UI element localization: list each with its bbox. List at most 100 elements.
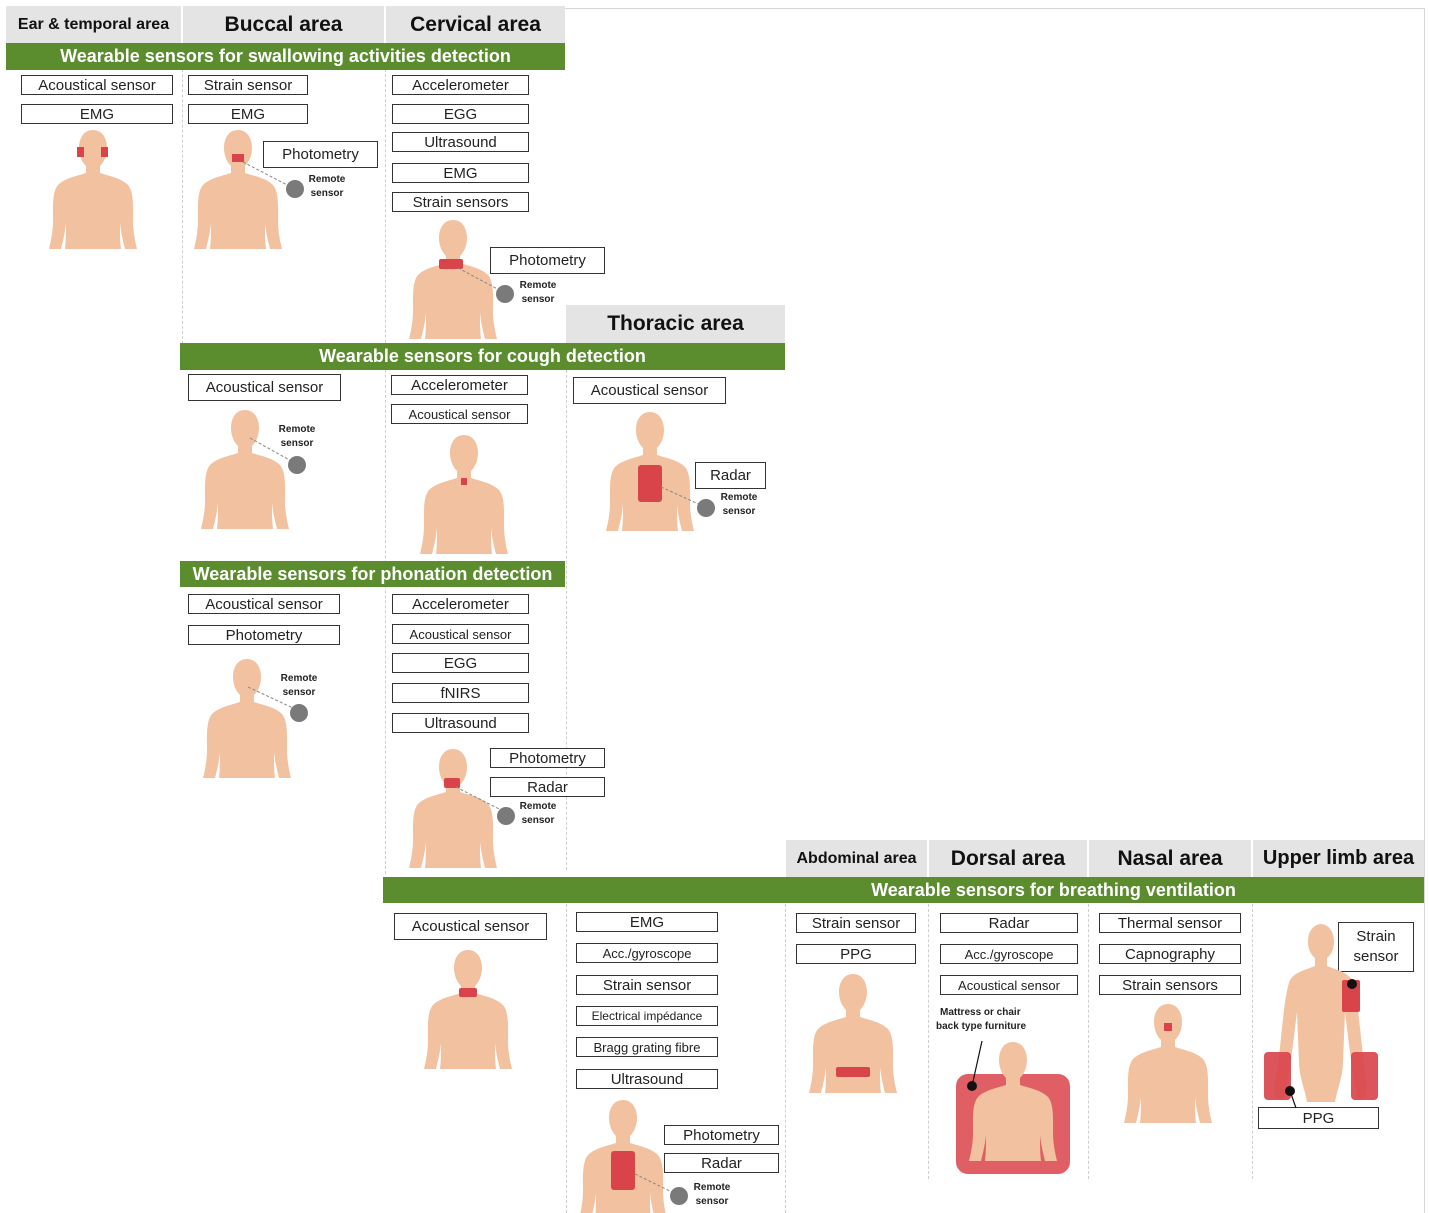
sensor-patch-ear-right xyxy=(101,147,108,157)
body-silhouette xyxy=(1124,1004,1212,1123)
buccal-body-figure xyxy=(194,130,304,249)
label-breathing-thoracic-photometry: Photometry xyxy=(664,1125,779,1145)
column-separator xyxy=(928,904,929,1179)
sensor-patch-cheek xyxy=(232,154,244,162)
label-breathing-thoracic-bragg: Bragg grating fibre xyxy=(576,1037,718,1057)
remote-sensor-dot xyxy=(697,499,715,517)
label-phonation-cervical-radar: Radar xyxy=(490,777,605,797)
label-cervical-accelerometer: Accelerometer xyxy=(392,75,529,95)
column-separator xyxy=(1088,904,1089,1179)
label-buccal-emg: EMG xyxy=(188,104,308,124)
label-breathing-thoracic-strain: Strain sensor xyxy=(576,975,718,995)
label-breathing-upper-limb-ppg: PPG xyxy=(1258,1107,1379,1129)
sensor-patch-throat xyxy=(461,478,467,485)
remote-link-line xyxy=(660,486,704,507)
label-phonation-cervical-egg: EGG xyxy=(392,653,529,673)
breathing-upper-limb-body-figure xyxy=(1264,924,1378,1109)
sensor-patch-chest xyxy=(638,465,662,502)
label-cough-cervical-acoustical: Acoustical sensor xyxy=(391,404,528,424)
column-separator xyxy=(1252,904,1253,1179)
label-buccal-strain-sensor: Strain sensor xyxy=(188,75,308,95)
remote-sensor-dot xyxy=(288,456,306,474)
header-thoracic-area: Thoracic area xyxy=(566,305,785,343)
note-pointer-line xyxy=(971,1040,983,1087)
phonation-buccal-body-figure xyxy=(203,659,308,778)
label-phonation-cervical-fnirs: fNIRS xyxy=(392,683,529,703)
body-silhouette xyxy=(424,950,512,1069)
label-phonation-buccal-acoustical: Acoustical sensor xyxy=(188,594,340,614)
label-ear-emg: EMG xyxy=(21,104,173,124)
note-pointer-dot xyxy=(967,1081,977,1091)
label-breathing-abdominal-ppg: PPG xyxy=(796,944,916,964)
sensor-band-abdomen xyxy=(836,1067,870,1077)
label-phonation-cervical-acoustical: Acoustical sensor xyxy=(392,624,529,644)
ear-body-figure xyxy=(49,130,137,249)
breathing-thoracic-body-figure xyxy=(579,1100,688,1213)
breathing-nasal-body-figure xyxy=(1124,1004,1212,1123)
remote-link-line xyxy=(249,437,294,463)
label-breathing-thoracic-impedance: Electrical impédance xyxy=(576,1006,718,1026)
label-breathing-nasal-strain: Strain sensors xyxy=(1099,975,1241,995)
label-cough-cervical-accelerometer: Accelerometer xyxy=(391,375,528,395)
ppg-pointer-line xyxy=(1289,1090,1297,1109)
remote-sensor-dot xyxy=(286,180,304,198)
label-breathing-thoracic-emg: EMG xyxy=(576,912,718,932)
label-cough-thoracic-acoustical: Acoustical sensor xyxy=(573,377,726,404)
body-silhouette xyxy=(49,130,137,249)
remote-sensor-dot xyxy=(496,285,514,303)
banner-swallowing: Wearable sensors for swallowing activiti… xyxy=(6,43,565,70)
column-separator xyxy=(566,370,567,870)
sensor-band-wrist-right xyxy=(1351,1052,1378,1100)
label-cervical-photometry: Photometry xyxy=(490,247,605,274)
label-breathing-nasal-thermal: Thermal sensor xyxy=(1099,913,1241,933)
sensor-band-neck xyxy=(444,778,460,788)
breathing-dorsal-body-figure xyxy=(956,1040,1070,1174)
phonation-cervical-body-figure xyxy=(409,749,515,868)
label-ear-acoustical-sensor: Acoustical sensor xyxy=(21,75,173,95)
cough-cervical-body-figure xyxy=(420,435,508,554)
breathing-cervical-body-figure xyxy=(424,950,512,1069)
sensor-patch-nose xyxy=(1164,1023,1172,1031)
sensor-patch-ear-left xyxy=(77,147,84,157)
cervical-body-figure xyxy=(409,220,514,339)
label-breathing-cervical-acoustical: Acoustical sensor xyxy=(394,913,547,940)
sensor-band-wrist-left xyxy=(1264,1052,1291,1100)
label-cervical-ultrasound: Ultrasound xyxy=(392,132,529,152)
header-abdominal-area: Abdominal area xyxy=(786,840,927,877)
remote-sensor-dot xyxy=(290,704,308,722)
remote-link-line xyxy=(455,786,504,812)
remote-link-line xyxy=(457,267,504,293)
remote-link-line xyxy=(634,1173,675,1194)
header-dorsal-area: Dorsal area xyxy=(929,840,1087,877)
label-buccal-photometry: Photometry xyxy=(263,141,378,168)
label-breathing-thoracic-radar: Radar xyxy=(664,1153,779,1173)
body-silhouette xyxy=(969,1042,1057,1161)
remote-link-line xyxy=(242,161,294,189)
label-phonation-cervical-ultrasound: Ultrasound xyxy=(392,713,529,733)
label-breathing-thoracic-ultrasound: Ultrasound xyxy=(576,1069,718,1089)
remote-sensor-dot xyxy=(670,1187,688,1205)
body-silhouette xyxy=(194,130,282,249)
frame-border-right xyxy=(1424,8,1425,1213)
label-cervical-emg: EMG xyxy=(392,163,529,183)
cough-thoracic-body-figure xyxy=(606,412,715,531)
remote-sensor-dot xyxy=(497,807,515,825)
column-separator xyxy=(566,904,567,1213)
body-silhouette xyxy=(420,435,508,554)
sensor-band-upper-arm xyxy=(1342,980,1360,1012)
label-cervical-egg: EGG xyxy=(392,104,529,124)
header-ear-temporal-area: Ear & temporal area xyxy=(6,6,181,44)
banner-cough: Wearable sensors for cough detection xyxy=(180,343,785,370)
banner-phonation: Wearable sensors for phonation detection xyxy=(180,561,565,587)
sensor-patch-chest xyxy=(611,1151,635,1190)
cough-buccal-body-figure xyxy=(201,410,306,529)
